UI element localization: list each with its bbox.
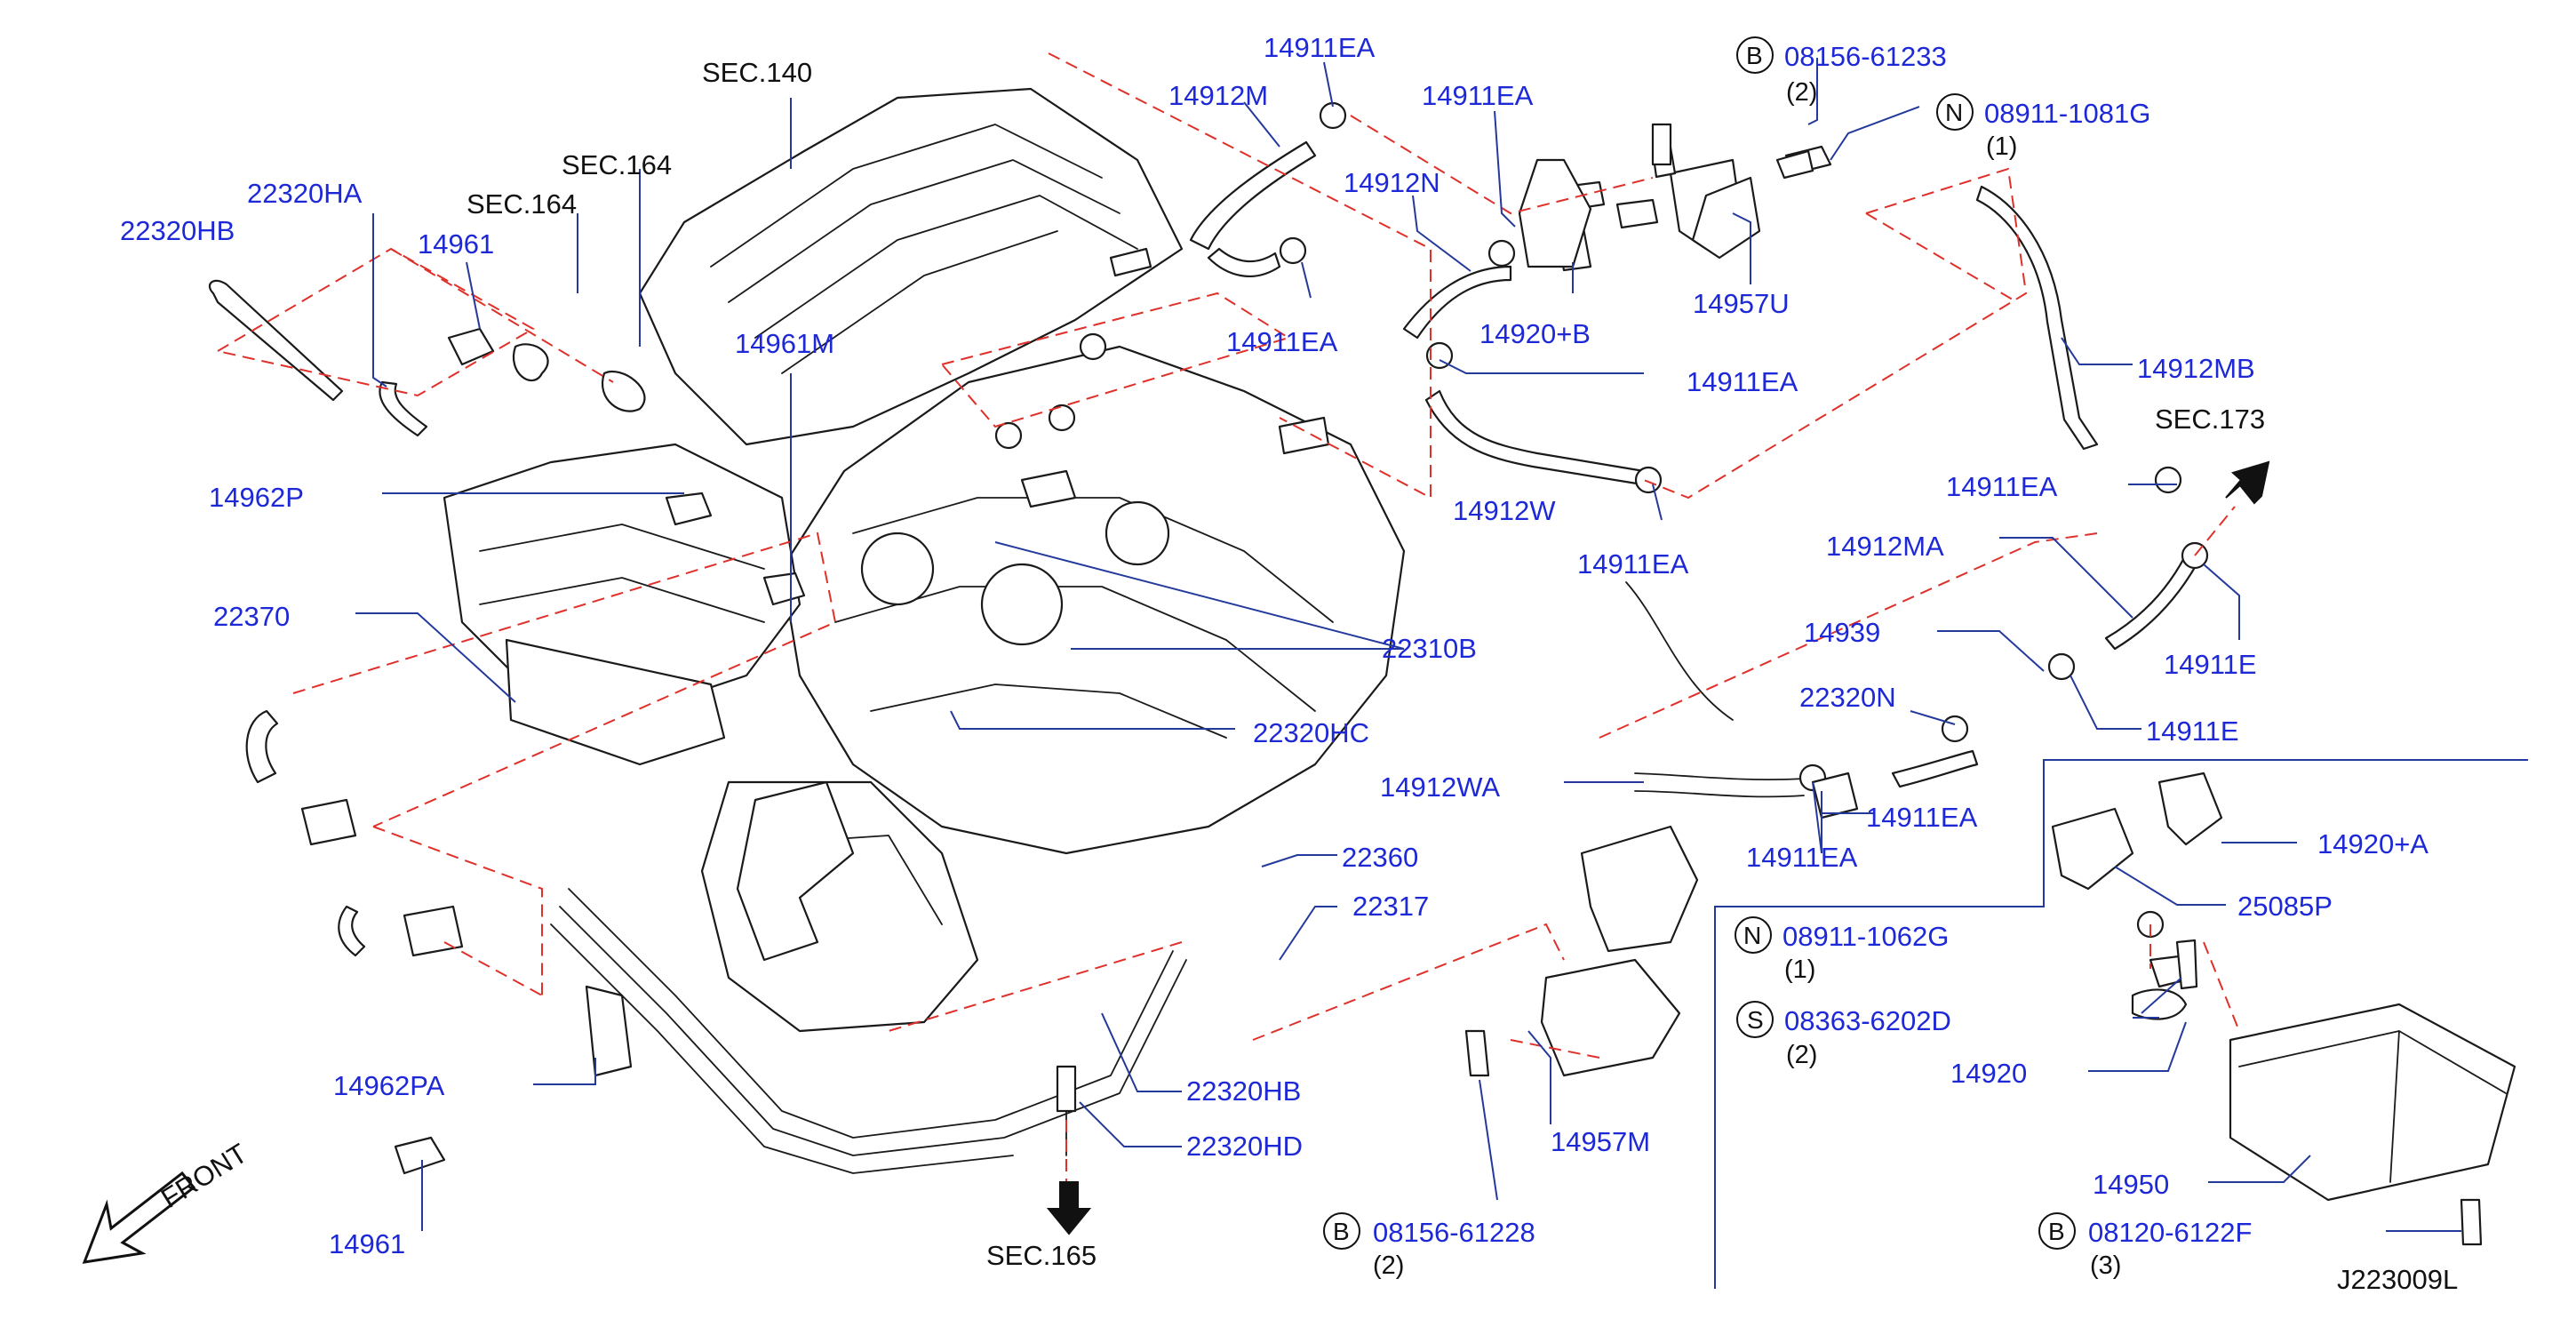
part-label: 14911EA: [1746, 842, 1858, 873]
part-label: 25085P: [2237, 891, 2333, 922]
part-label: 14912MA: [1826, 531, 1944, 562]
fastener-codes: 08156-61233 (2) 08911-1081G (1) 08911-10…: [1373, 41, 2252, 1280]
fastener-symbols: B N N S B B: [1323, 36, 2076, 1250]
inset-frame: [1714, 759, 2528, 1289]
fastener-code: 08120-6122F: [2088, 1217, 2252, 1248]
diagram-id: J223009L: [2337, 1264, 2458, 1295]
part-label: 22320N: [1799, 682, 1896, 713]
section-ref: SEC.164: [562, 149, 672, 180]
part-label: 14961: [329, 1228, 405, 1259]
part-label: 14920+B: [1479, 318, 1591, 349]
section-ref: SEC.165: [986, 1240, 1097, 1271]
fastener-symbol: B: [2048, 1218, 2065, 1245]
fastener-code: 08156-61228: [1373, 1217, 1535, 1248]
part-label: 22320HB: [1186, 1075, 1301, 1107]
part-label: 22320HC: [1253, 717, 1369, 748]
front-arrow-icon: [82, 1171, 196, 1264]
part-label: 14950: [2093, 1169, 2169, 1200]
section-ref: SEC.173: [2155, 404, 2265, 435]
part-label: 22360: [1342, 842, 1418, 873]
vapor-pipes: [550, 581, 1805, 1174]
front-label: FRONT: [156, 1138, 252, 1214]
section-arrows: [1046, 460, 2270, 1235]
part-number-labels: 22320HB 22320HA 14961 14961M 14962P 2237…: [120, 32, 2428, 1259]
fastener-qty: (3): [2090, 1251, 2121, 1280]
part-label: 14912WA: [1380, 771, 1500, 803]
part-label: 14911EA: [1946, 471, 2058, 502]
part-label: 14911EA: [1866, 802, 1978, 833]
part-label: 14911E: [2146, 715, 2239, 747]
fastener-code: 08911-1081G: [1984, 98, 2150, 129]
fastener-code: 08156-61233: [1784, 41, 1947, 72]
fastener-symbol: N: [1743, 922, 1761, 949]
part-label: 14912W: [1453, 495, 1556, 526]
part-label: 14912MB: [2137, 353, 2255, 384]
right-component-group: [1464, 123, 2516, 1246]
fastener-code: 08363-6202D: [1784, 1005, 1951, 1036]
part-label: 14920+A: [2317, 828, 2428, 859]
fastener-code: 08911-1062G: [1782, 921, 1949, 952]
section-ref: SEC.164: [467, 188, 577, 220]
part-label: 14957U: [1693, 288, 1790, 319]
part-label: 14962P: [209, 482, 304, 513]
part-label: 14911EA: [1687, 366, 1798, 397]
part-label: 14911EA: [1422, 80, 1534, 111]
part-label: 22310B: [1382, 633, 1477, 664]
part-label: 22320HB: [120, 215, 235, 246]
engine-assembly: [443, 87, 1406, 1033]
part-label: 14961M: [735, 328, 834, 359]
part-label: 14920: [1950, 1058, 2027, 1089]
fastener-qty: (1): [1784, 955, 1815, 984]
part-label: 14911E: [2164, 649, 2257, 680]
fastener-qty: (2): [1786, 1041, 1817, 1069]
part-label: 14961: [418, 228, 494, 260]
fastener-qty: (1): [1986, 132, 2017, 161]
part-label: 14911EA: [1226, 326, 1338, 357]
part-label: 22320HA: [247, 178, 363, 209]
front-indicator: FRONT: [82, 1138, 252, 1264]
part-label: 22317: [1352, 891, 1429, 922]
leader-lines: [355, 58, 2461, 1232]
part-label: 22320HD: [1186, 1131, 1303, 1162]
part-label: 14962PA: [333, 1070, 445, 1101]
part-label: 14912M: [1168, 80, 1268, 111]
sec165-arrow: [1046, 1181, 1092, 1235]
part-label: 14912N: [1344, 167, 1440, 198]
part-label: 22370: [213, 601, 290, 632]
part-label: 14957M: [1551, 1126, 1650, 1157]
section-ref: SEC.140: [702, 57, 812, 88]
fastener-symbol: B: [1746, 42, 1763, 69]
part-label: 14911EA: [1577, 548, 1689, 580]
fastener-symbol: S: [1747, 1006, 1764, 1034]
fastener-symbol: N: [1945, 99, 1963, 126]
sec173-arrow: [2225, 460, 2270, 505]
fastener-qty: (2): [1373, 1251, 1404, 1280]
fastener-symbol: B: [1333, 1218, 1350, 1245]
fastener-qty: (2): [1786, 78, 1817, 107]
part-label: 14911EA: [1264, 32, 1376, 63]
assembly-reference-lines: [217, 52, 2240, 1182]
part-label: 14939: [1804, 617, 1880, 648]
section-references: SEC.140 SEC.164 SEC.164 SEC.165 SEC.173 …: [467, 57, 2458, 1295]
